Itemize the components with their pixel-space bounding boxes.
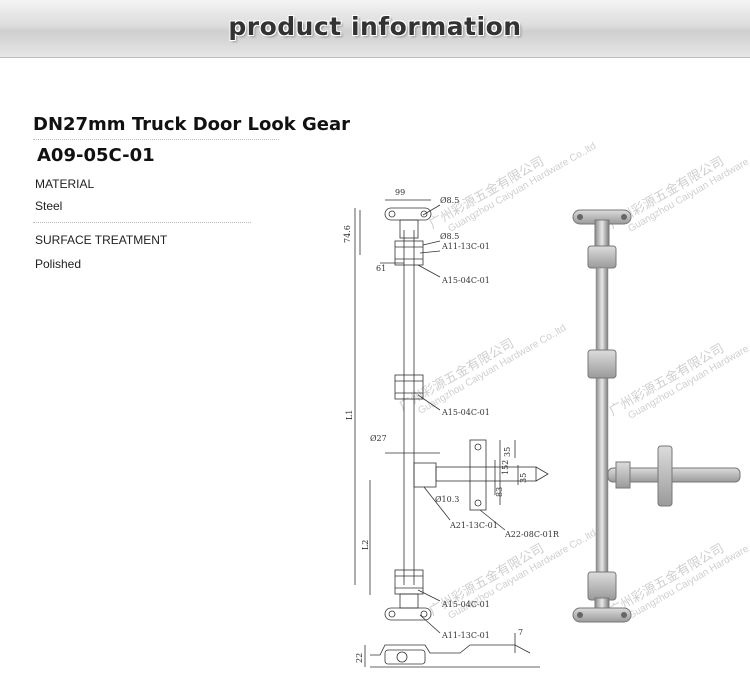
surface-treatment-label: SURFACE TREATMENT	[35, 233, 168, 247]
header-banner: product information	[0, 0, 750, 58]
part-label: A15-04C-01	[441, 276, 490, 285]
technical-drawing: 99 Ø8.5 74.6 Ø8.5 A11-13C-01 61 A15-04C-…	[343, 188, 560, 668]
dim-label: 35	[503, 447, 512, 457]
divider	[33, 222, 251, 223]
material-value: Steel	[35, 199, 63, 213]
dim-label: Ø8.5	[440, 196, 459, 205]
product-code: A09-05C-01	[37, 145, 155, 166]
dim-label: L2	[361, 540, 370, 550]
dim-label: L1	[345, 410, 354, 420]
surface-treatment-value: Polished	[35, 257, 82, 271]
dim-label: 22	[355, 653, 364, 663]
banner-title: product information	[228, 12, 522, 41]
dim-label: 152	[501, 460, 510, 475]
part-label: A11-13C-01	[441, 242, 490, 251]
dim-label: 35	[519, 473, 528, 483]
dim-label: Ø8.5	[440, 232, 459, 241]
part-label: A15-04C-01	[441, 408, 490, 417]
material-label: MATERIAL	[35, 177, 95, 191]
divider	[33, 139, 279, 140]
dim-label: 83	[495, 487, 504, 497]
part-label: A21-13C-01	[449, 521, 498, 530]
part-label: A15-04C-01	[441, 600, 490, 609]
part-label: A11-13C-01	[441, 631, 490, 640]
dim-label: 74.6	[343, 225, 352, 243]
product-photo	[572, 209, 741, 623]
dim-label: Ø10.3	[435, 495, 459, 504]
part-label: A22-08C-01R	[504, 530, 560, 539]
product-title: DN27mm Truck Door Look Gear	[33, 114, 350, 135]
dim-label: 99	[395, 188, 405, 197]
dim-label: 61	[376, 264, 386, 273]
dim-label: Ø27	[370, 434, 387, 443]
dim-label: 7	[518, 628, 523, 637]
